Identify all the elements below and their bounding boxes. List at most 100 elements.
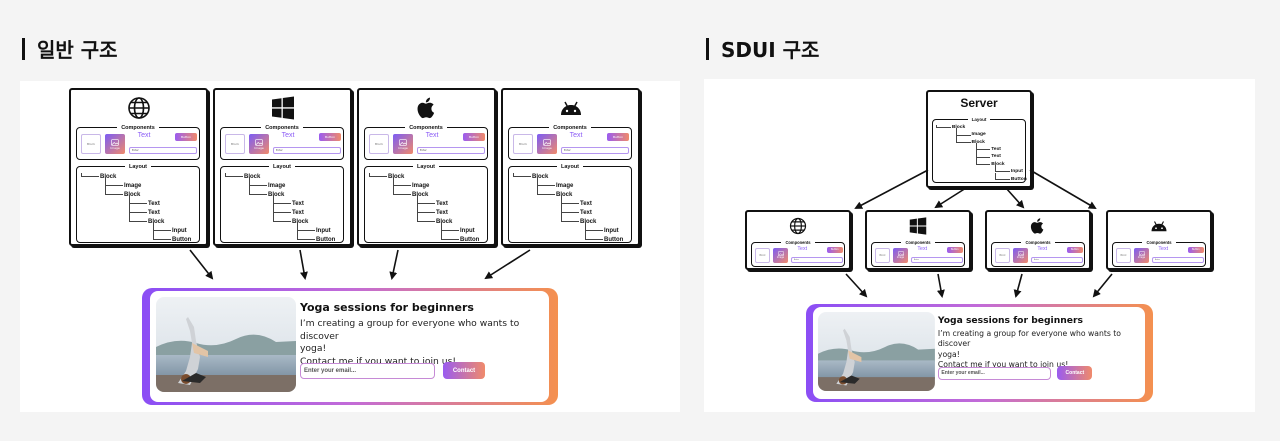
component-block: Block	[225, 134, 245, 154]
android-logo-icon	[1108, 216, 1210, 236]
tree-connector	[417, 195, 435, 204]
component-input: Enter	[273, 147, 341, 154]
yoga-photo	[817, 311, 935, 391]
component-text: Text	[569, 132, 583, 139]
email-input[interactable]: Enter your email...	[937, 366, 1051, 380]
card-description-line-2: yoga!	[937, 349, 960, 359]
component-image: Image	[537, 134, 557, 154]
globe-icon	[747, 216, 849, 236]
component-button: Button	[946, 246, 963, 253]
right-section-title-text: SDUI 구조	[721, 38, 820, 62]
component-text: Text	[1158, 246, 1169, 252]
card-description-line-2: yoga!	[300, 343, 327, 354]
component-image-label: Image	[776, 256, 785, 260]
tree-connector	[537, 177, 555, 186]
tree-connector	[561, 204, 579, 213]
tree-node: Image	[124, 183, 142, 189]
tree-connector	[585, 231, 603, 240]
tree-node: Text	[148, 201, 160, 207]
tree-connector	[441, 222, 459, 231]
contact-button[interactable]: Contact	[443, 362, 485, 379]
components-label: Components	[1113, 240, 1205, 246]
tree-node: Text	[580, 201, 592, 207]
components-label: Components	[992, 240, 1084, 246]
layout-label-text: Layout	[556, 164, 584, 170]
tree-connector	[273, 213, 291, 222]
component-block: Block	[369, 134, 389, 154]
component-image-label: Image	[542, 145, 552, 150]
tree-connector	[995, 165, 1011, 173]
tree-node: Button	[172, 237, 192, 243]
tree-node: Block	[971, 139, 985, 145]
component-image: Image	[1013, 247, 1028, 263]
tree-node: Button	[460, 237, 480, 243]
component-image-label: Image	[1016, 256, 1025, 260]
layout-label-text: Layout	[268, 164, 296, 170]
contact-button[interactable]: Contact	[1057, 365, 1093, 380]
components-label: Components	[77, 124, 199, 132]
tree-connector	[537, 186, 555, 195]
card-description: I’m creating a group for everyone who wa…	[938, 329, 1146, 371]
component-text: Text	[917, 246, 928, 252]
tree-node: Image	[268, 183, 286, 189]
component-input: Enter	[417, 147, 485, 154]
tree-node: Image	[971, 132, 986, 138]
windows-logo-icon	[867, 216, 969, 236]
left-section-title: 일반 구조	[22, 34, 118, 63]
components-label: Components	[752, 240, 844, 246]
card-title: Yoga sessions for beginners	[937, 314, 1083, 326]
component-button: Button	[463, 133, 485, 141]
tree-node: Text	[292, 210, 304, 216]
image-icon	[1017, 251, 1024, 256]
component-block: Block	[755, 247, 770, 263]
email-input[interactable]: Enter your email...	[300, 363, 435, 379]
tree-connector	[105, 186, 123, 195]
components-label-text: Components	[117, 125, 159, 131]
tree-node: Block	[292, 219, 309, 225]
component-image-label: Image	[254, 145, 264, 150]
tree-connector	[225, 173, 243, 177]
tree-node: Block	[412, 192, 429, 198]
card-description: I’m creating a group for everyone who wa…	[300, 318, 549, 368]
component-image: Image	[393, 134, 413, 154]
component-image: Image	[105, 134, 125, 154]
tree-connector	[273, 195, 291, 204]
card-title: Yoga sessions for beginners	[300, 301, 474, 314]
tree-connector	[153, 231, 171, 240]
tree-connector	[369, 173, 387, 177]
component-button: Button	[826, 246, 843, 253]
components-label: Components	[872, 240, 964, 246]
component-text: Text	[425, 132, 439, 139]
tree-node: Button	[1010, 176, 1027, 182]
components-label-text: Components	[781, 240, 815, 245]
component-text: Text	[137, 132, 151, 139]
card-description-line-3: Contact me if you want to join us!	[300, 355, 457, 367]
component-text: Text	[1037, 246, 1048, 252]
card-description-line-3: Contact me if you want to join us!	[937, 360, 1069, 370]
components-label-text: Components	[901, 240, 935, 245]
tree-connector	[561, 195, 579, 204]
title-bar	[22, 37, 25, 60]
tree-connector	[129, 204, 147, 213]
components-label-text: Components	[549, 125, 591, 131]
component-image: Image	[893, 247, 908, 263]
title-bar	[706, 37, 709, 60]
apple-logo-icon	[359, 95, 494, 121]
tree-connector	[441, 231, 459, 240]
component-image-label: Image	[110, 145, 120, 150]
